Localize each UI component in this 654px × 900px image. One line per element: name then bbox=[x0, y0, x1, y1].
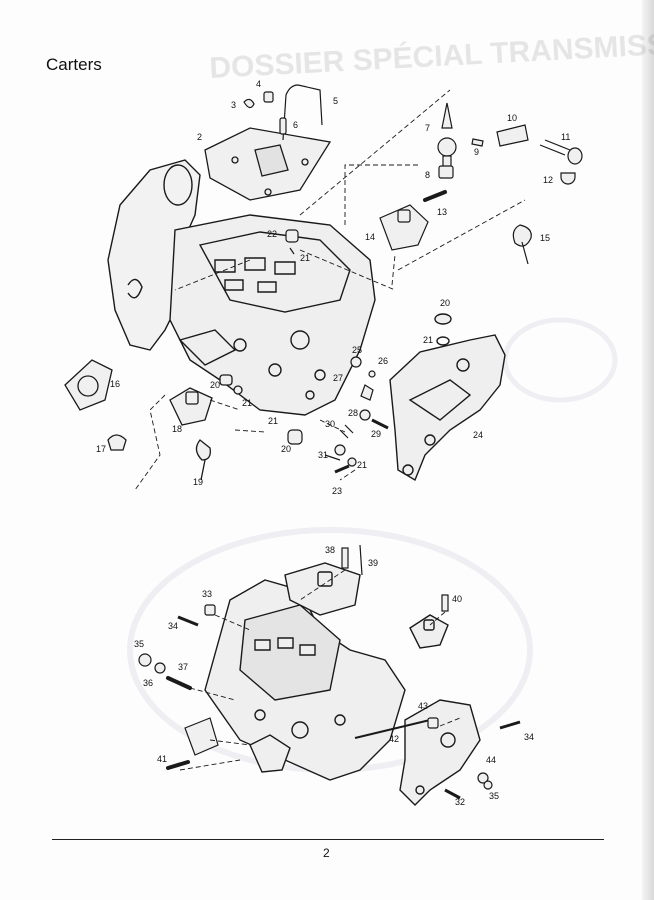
lower-small-parts bbox=[287, 356, 389, 474]
lower-gearbox-assembly bbox=[204, 562, 481, 806]
leader-lines-upper bbox=[134, 89, 526, 491]
callout-23: 23 bbox=[332, 486, 342, 496]
callout-18: 18 bbox=[172, 424, 182, 434]
callout-22: 22 bbox=[267, 229, 277, 239]
callout-11: 11 bbox=[561, 132, 570, 142]
callout-6: 6 bbox=[293, 120, 298, 130]
callout-34a: 34 bbox=[168, 621, 178, 631]
upper-gearbox-casing bbox=[107, 159, 376, 416]
callout-43: 43 bbox=[418, 701, 428, 711]
callout-12: 12 bbox=[543, 175, 553, 185]
callout-7: 7 bbox=[425, 123, 430, 133]
callout-3: 3 bbox=[231, 100, 236, 110]
callout-31: 31 bbox=[318, 450, 328, 460]
callout-24: 24 bbox=[473, 430, 483, 440]
callout-39: 39 bbox=[368, 558, 378, 568]
leader-lines-lower bbox=[179, 569, 461, 771]
callout-20b: 20 bbox=[440, 298, 450, 308]
callout-21c: 21 bbox=[300, 253, 310, 263]
callout-19: 19 bbox=[193, 477, 203, 487]
callout-37: 37 bbox=[178, 662, 188, 672]
callout-17: 17 bbox=[96, 444, 106, 454]
page-title: Carters bbox=[46, 55, 102, 74]
callout-4: 4 bbox=[256, 79, 261, 89]
callout-16: 16 bbox=[110, 379, 120, 389]
callout-15: 15 bbox=[540, 233, 550, 243]
page-number: 2 bbox=[323, 846, 330, 860]
callout-21b: 21 bbox=[423, 335, 433, 345]
callout-10: 10 bbox=[507, 113, 517, 123]
small-upper-parts bbox=[243, 84, 583, 265]
callout-33: 33 bbox=[202, 589, 212, 599]
callout-21e: 21 bbox=[268, 416, 278, 426]
callout-44: 44 bbox=[486, 755, 496, 765]
callout-29: 29 bbox=[371, 429, 381, 439]
callout-26: 26 bbox=[378, 356, 388, 366]
callout-30: 30 bbox=[325, 419, 335, 429]
page-edge-shadow bbox=[642, 0, 654, 900]
callout-20c: 20 bbox=[281, 444, 291, 454]
callout-35b: 35 bbox=[489, 791, 499, 801]
callout-32: 32 bbox=[455, 797, 465, 807]
callout-labels-lower: 32 33 34 34 35 35 36 37 38 39 40 41 42 4… bbox=[134, 545, 534, 807]
callout-8: 8 bbox=[425, 170, 430, 180]
callout-34b: 34 bbox=[524, 732, 534, 742]
right-extension-housing bbox=[389, 313, 506, 482]
callout-13: 13 bbox=[437, 207, 447, 217]
callout-2: 2 bbox=[197, 132, 202, 142]
callout-40: 40 bbox=[452, 594, 462, 604]
callout-41: 41 bbox=[157, 754, 167, 764]
callout-36: 36 bbox=[143, 678, 153, 688]
callout-27: 27 bbox=[333, 373, 343, 383]
callout-21a: 21 bbox=[242, 398, 252, 408]
watermark-text: DOSSIER SPÉCIAL TRANSMISSION bbox=[209, 24, 654, 85]
callout-9: 9 bbox=[474, 147, 479, 157]
callout-25: 25 bbox=[352, 345, 362, 355]
callout-35a: 35 bbox=[134, 639, 144, 649]
top-cover-plate bbox=[204, 127, 332, 201]
callout-38: 38 bbox=[325, 545, 335, 555]
callout-14: 14 bbox=[365, 232, 375, 242]
callout-42: 42 bbox=[389, 734, 399, 744]
footer-rule bbox=[52, 839, 604, 840]
callout-labels-upper: 2 3 4 5 6 7 8 9 10 11 12 13 14 15 16 17 … bbox=[96, 79, 570, 496]
left-side-parts bbox=[64, 359, 243, 481]
callout-20a: 20 bbox=[210, 380, 220, 390]
lower-small-parts-2 bbox=[138, 544, 521, 800]
callout-5: 5 bbox=[333, 96, 338, 106]
callout-28: 28 bbox=[348, 408, 358, 418]
callout-21d: 21 bbox=[357, 460, 367, 470]
